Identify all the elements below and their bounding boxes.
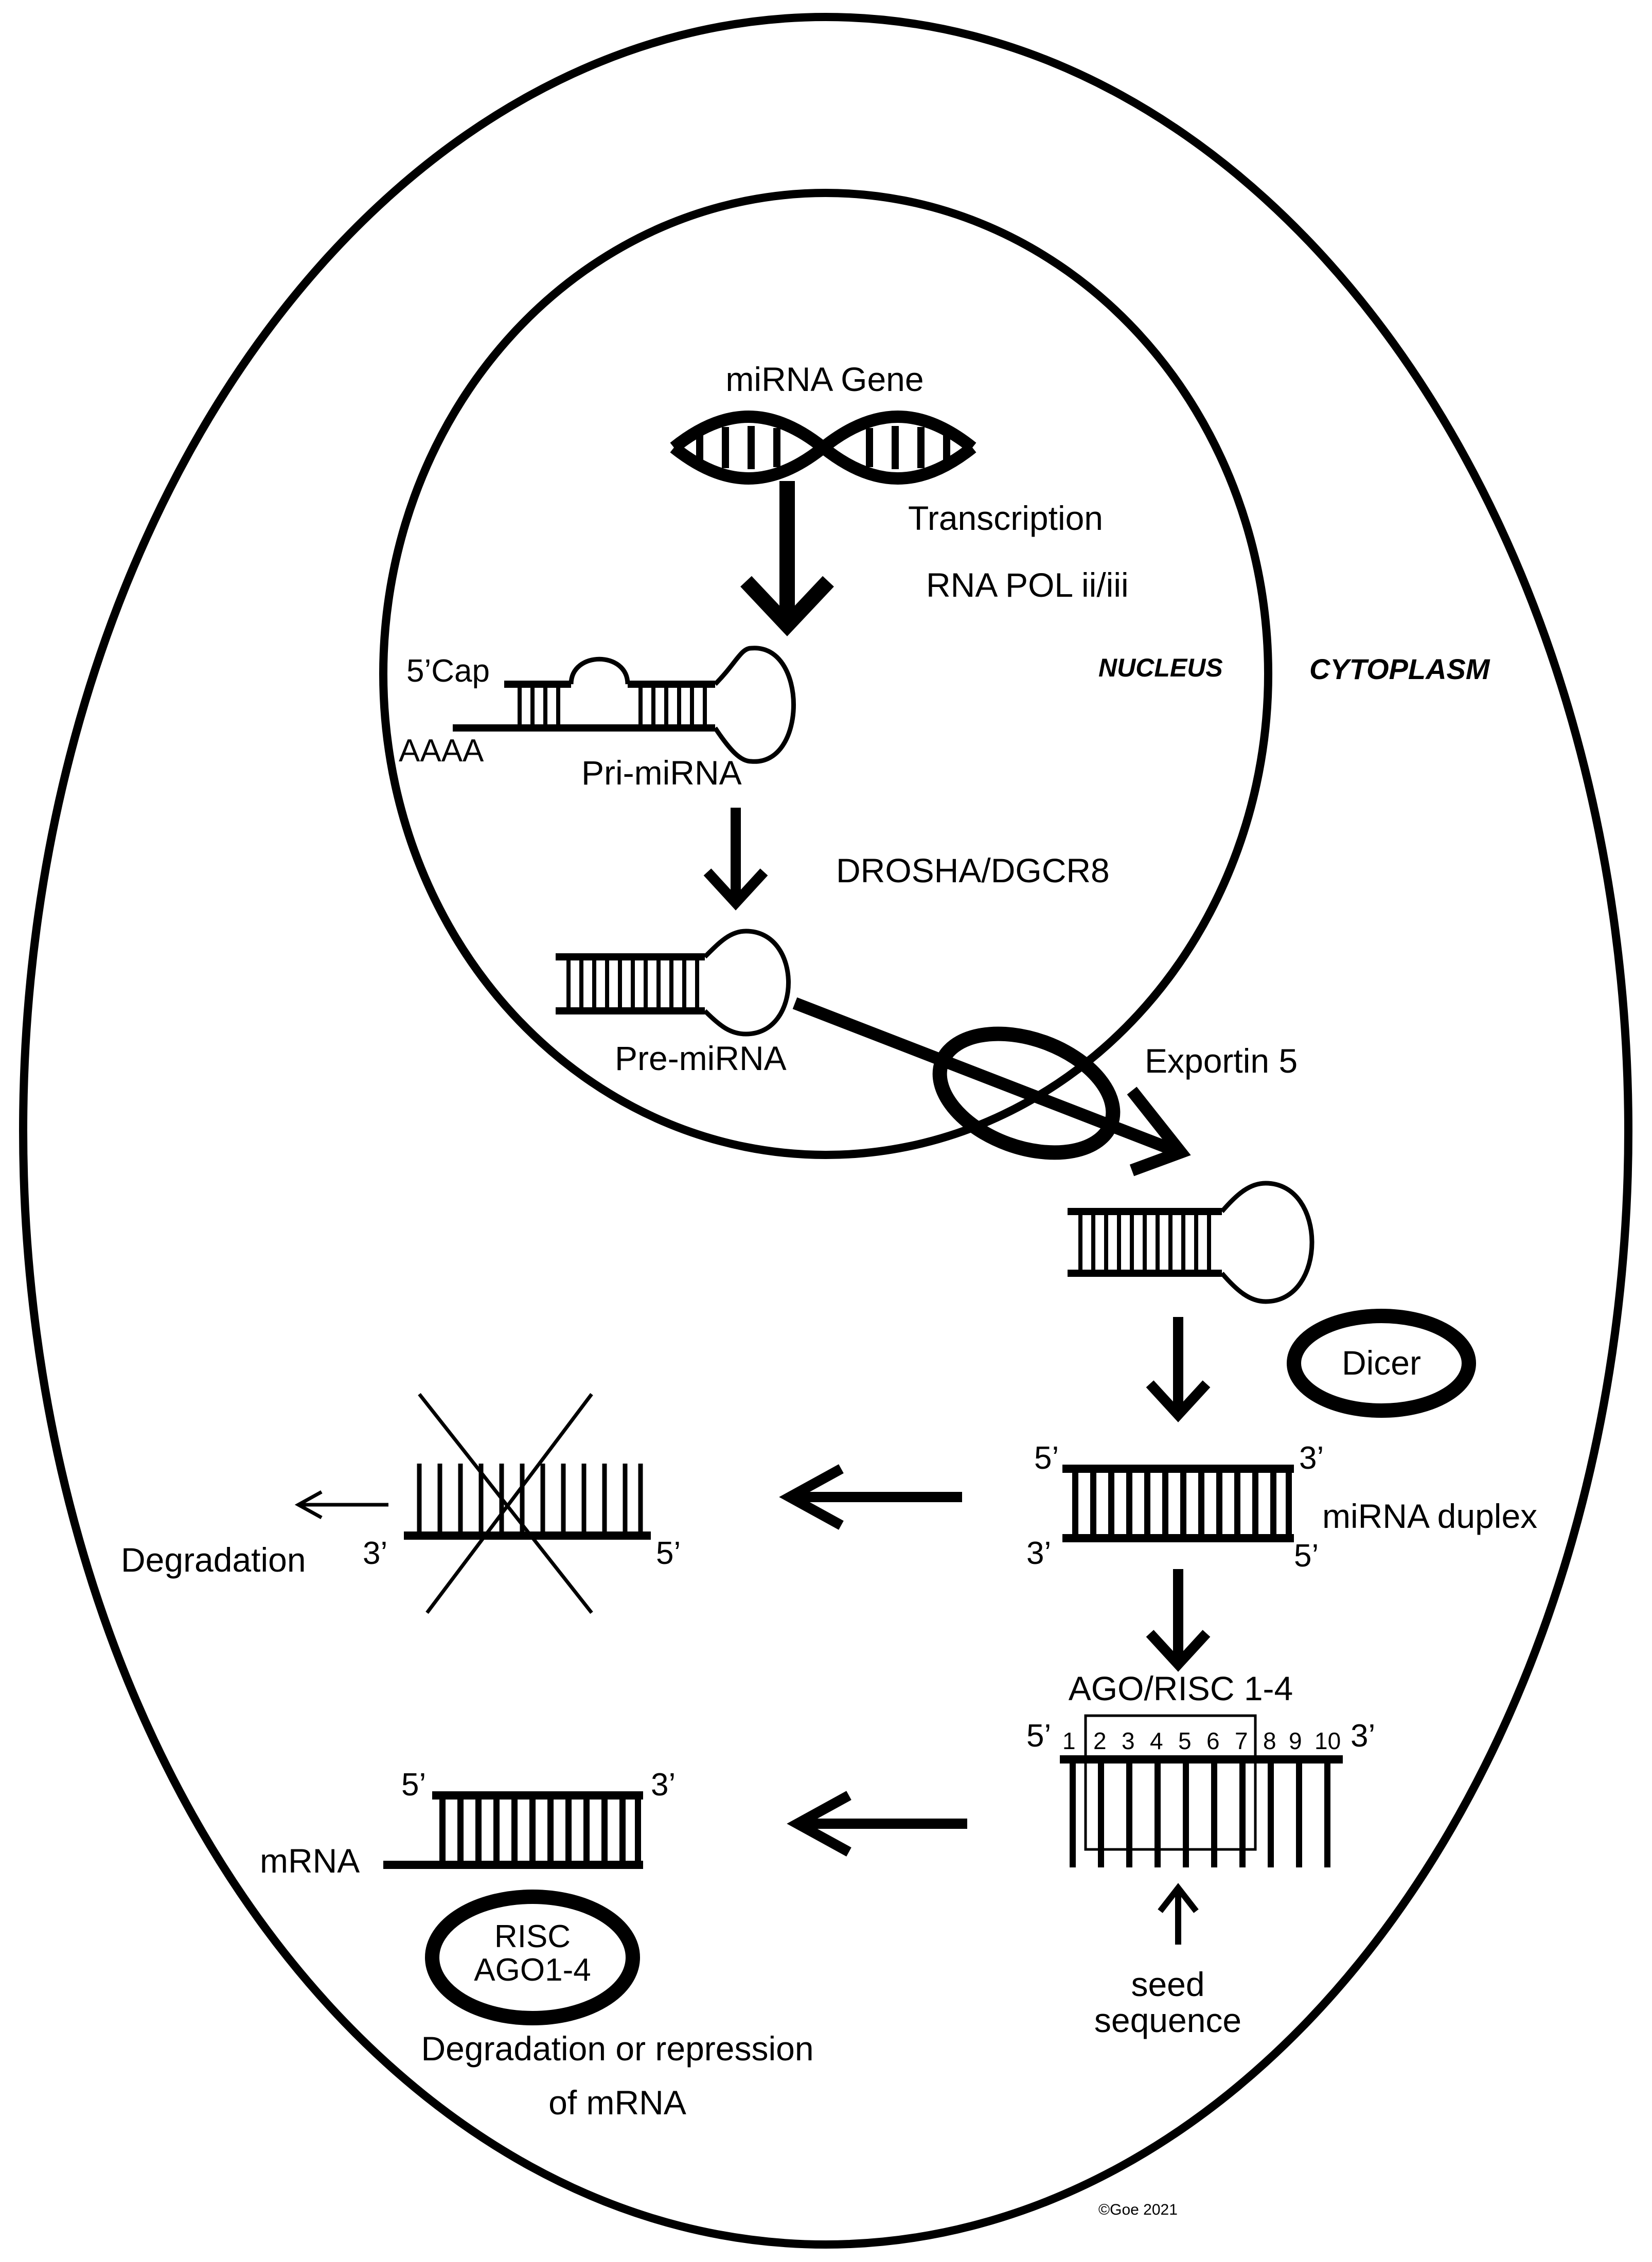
target-arrow <box>787 1791 967 1857</box>
seed-position-labels: 1 2 3 4 5 6 7 8 9 10 <box>1062 1727 1341 1754</box>
seed-label-line2: sequence <box>1094 2001 1241 2039</box>
degradation-label: Degradation <box>121 1541 306 1579</box>
dna-helix-icon <box>670 411 976 485</box>
exportin-label: Exportin 5 <box>1145 1042 1298 1080</box>
dicer-arrow <box>1146 1317 1211 1422</box>
cap-label: 5’Cap <box>406 653 490 689</box>
degraded-passenger-strand <box>404 1464 651 1540</box>
seed-5-label: 5’ <box>1026 1718 1051 1754</box>
cell-membrane <box>19 13 1632 2249</box>
mrna-label: mRNA <box>260 1842 360 1880</box>
duplex-3-top-label: 3’ <box>1299 1440 1324 1476</box>
transcription-arrow <box>740 481 834 636</box>
mirna-mrna-complex <box>383 1791 643 1869</box>
seed-position: 3 <box>1122 1727 1135 1754</box>
seed-position: 8 <box>1263 1727 1276 1754</box>
seed-pointer-arrow <box>1158 1883 1199 1945</box>
pre-mirna-structure <box>556 929 791 1037</box>
rna-pol-label: RNA POL ii/iii <box>926 566 1129 604</box>
mirna-gene-label: miRNA Gene <box>725 360 923 398</box>
mature-mirna-strand <box>1060 1755 1343 1867</box>
deg-3-label: 3’ <box>363 1536 387 1571</box>
seed-3-label: 3’ <box>1351 1718 1375 1754</box>
cytoplasm-label: CYTOPLASM <box>1309 653 1490 685</box>
target-3-label: 3’ <box>651 1767 676 1803</box>
seed-position: 2 <box>1093 1727 1107 1754</box>
seed-position: 10 <box>1315 1727 1341 1754</box>
mirna-duplex-label: miRNA duplex <box>1322 1497 1537 1535</box>
seed-position: 4 <box>1150 1727 1163 1754</box>
seed-label-line1: seed <box>1131 1965 1204 2003</box>
mirna-duplex <box>1062 1465 1294 1542</box>
pri-mirna-structure <box>453 646 796 764</box>
duplex-3-bottom-label: 3’ <box>1026 1536 1051 1571</box>
target-5-label: 5’ <box>401 1767 426 1803</box>
transcription-label: Transcription <box>908 499 1103 537</box>
duplex-5-top-label: 5’ <box>1034 1440 1059 1476</box>
pri-mirna-label: Pri-miRNA <box>581 754 742 792</box>
deg-5-label: 5’ <box>656 1536 681 1571</box>
cross-out-icon <box>418 1393 593 1614</box>
dicer-enzyme <box>1287 1309 1476 1418</box>
risc-label: RISC <box>494 1919 571 1954</box>
duplex-5-bottom-label: 5’ <box>1294 1538 1319 1574</box>
nucleus-membrane <box>379 189 1272 1159</box>
pre-mirna-label: Pre-miRNA <box>615 1039 787 1077</box>
drosha-arrow <box>703 808 768 911</box>
passenger-arrow <box>779 1464 962 1530</box>
ago-label: AGO1-4 <box>474 1952 591 1988</box>
dicer-label: Dicer <box>1342 1344 1421 1382</box>
seed-position: 5 <box>1178 1727 1192 1754</box>
drosha-label: DROSHA/DGCR8 <box>836 851 1110 889</box>
degradation-arrow <box>294 1490 388 1520</box>
seed-position: 6 <box>1206 1727 1220 1754</box>
exportin-5-pore <box>932 1026 1121 1160</box>
outcome-label-line2: of mRNA <box>548 2083 686 2122</box>
nucleus-label: NUCLEUS <box>1098 653 1223 682</box>
cytoplasmic-pre-mirna <box>1068 1181 1315 1304</box>
seed-position: 7 <box>1235 1727 1248 1754</box>
ago-risc-label: AGO/RISC 1-4 <box>1069 1669 1293 1707</box>
risc-loading-arrow <box>1146 1569 1211 1672</box>
copyright-label: ©Goe 2021 <box>1098 2201 1178 2218</box>
seed-position: 1 <box>1062 1727 1076 1754</box>
seed-sequence-box <box>1084 1714 1257 1851</box>
seed-position: 9 <box>1289 1727 1302 1754</box>
polya-label: AAAA <box>399 733 484 769</box>
risc-ago-complex <box>425 1890 640 2025</box>
outcome-label-line1: Degradation or repression <box>421 2029 813 2068</box>
